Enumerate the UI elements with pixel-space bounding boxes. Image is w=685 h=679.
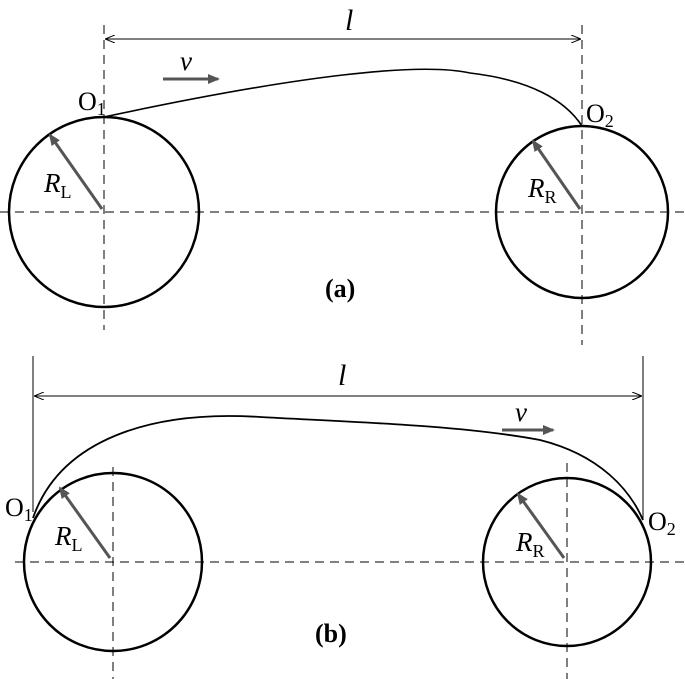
panel-b-length-label: l: [338, 359, 346, 392]
panel-b-left-point-label: O1: [5, 493, 33, 525]
panel-b-left-pulley: [22, 471, 204, 653]
panel-a-left-point-label: O1: [78, 87, 106, 119]
panel-a-velocity-label: v: [180, 46, 192, 76]
panel-a: l v O1 O2 RL RR (a): [0, 4, 685, 345]
panel-b-left-radius-label: RL: [54, 521, 83, 555]
panel-b-caption: (b): [315, 619, 347, 648]
panel-b-right-radius-arrow: [516, 492, 566, 559]
panel-b-right-radius-label: RR: [515, 527, 545, 561]
panel-b-right-pulley: [481, 476, 653, 648]
panel-a-caption: (a): [325, 274, 355, 303]
panel-a-length-label: l: [345, 4, 353, 37]
panel-a-right-radius-label: RR: [527, 173, 557, 207]
panel-a-belt-curve: [103, 68, 583, 127]
panel-b-belt-curve: [32, 415, 644, 521]
panel-a-right-point-label: O2: [586, 99, 614, 131]
panel-a-right-radius-arrow: [531, 139, 582, 210]
panel-b-velocity-label: v: [515, 397, 527, 427]
panel-b: l v O1 O2 RL RR (b): [5, 356, 685, 679]
panel-b-left-radius-arrow: [58, 486, 112, 559]
panel-b-right-point-label: O2: [648, 507, 676, 539]
panel-a-left-radius-arrow: [48, 133, 104, 210]
panel-a-left-radius-label: RL: [43, 168, 72, 202]
